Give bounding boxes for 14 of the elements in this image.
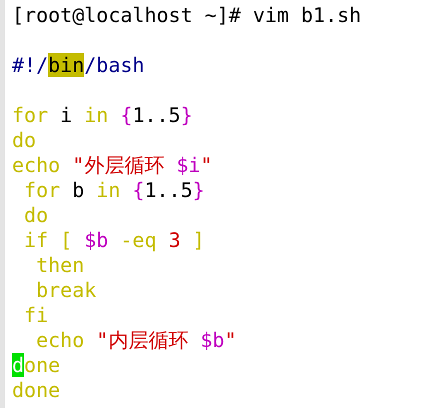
code-line: do [23,203,48,227]
code-line: #!/bin/bash [12,53,144,77]
code-line: echo "内层循环 $b" [35,328,237,352]
code-line: for i in {1..5} [12,103,193,127]
code-line: if [ $b -eq 3 ] [23,228,205,252]
code-line: for b in {1..5} [23,178,205,202]
code-line: break [35,278,96,302]
code-line: then [35,253,84,277]
code-line: do [12,128,36,152]
code-line: done [12,378,60,402]
shell-prompt: [root@localhost ~]# vim b1.sh [12,3,362,27]
code-line: done [12,353,60,377]
code-line: echo "外层循环 $i" [12,153,212,177]
code-line: fi [23,303,48,327]
